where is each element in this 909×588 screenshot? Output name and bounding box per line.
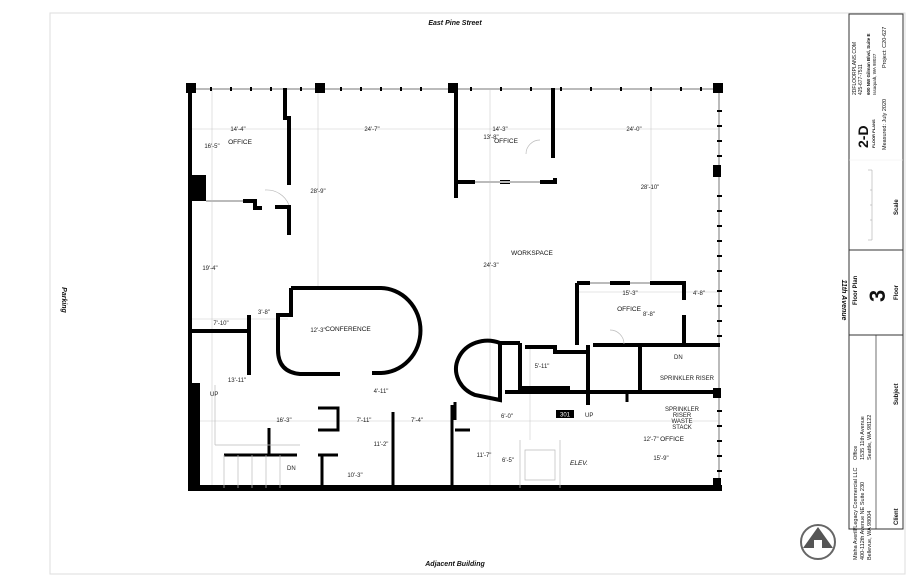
scale-label: Scale <box>894 199 900 215</box>
riser-label-4: STACK <box>672 425 692 431</box>
dimension-label: 7'-10" <box>213 321 228 327</box>
street-right-label: 11th Avenue <box>840 280 847 321</box>
dimension-labels: 14'-4" 16'-5" 24'-7" 28'-9" 19'-4" 14'-3… <box>202 127 705 479</box>
title-block: 2DFLOORPLANS.COM 425-677-7511 600 NW Gil… <box>848 13 904 560</box>
company-logo-subtext: FLOOR PLANS <box>871 119 876 148</box>
street-top-label: East Pine Street <box>428 20 482 27</box>
window-mullions <box>210 87 722 472</box>
dimension-label: 24'-7" <box>364 127 379 133</box>
floor-label: Floor <box>894 284 900 300</box>
company-url: 2DFLOORPLANS.COM <box>852 42 858 95</box>
dimension-label: 24'-3" <box>483 263 498 269</box>
stair-up-label: UP <box>210 392 218 398</box>
scale-bar <box>868 169 873 241</box>
subject-line-1: Office <box>853 446 859 460</box>
riser-label-1: SPRINKLER <box>665 407 700 413</box>
company-logo: 2-D <box>855 125 871 148</box>
floor-plan: OFFICE OFFICE WORKSPACE CONFERENCE OFFIC… <box>186 83 723 491</box>
dimension-label: 14'-3" <box>492 127 507 133</box>
floor-plan-label: Floor Plan <box>853 275 859 305</box>
company-address-2: Issaquah, WA 98027 <box>872 53 877 95</box>
dimension-label: 10'-3" <box>347 473 362 479</box>
dimension-label: 15'-9" <box>653 456 668 462</box>
unit-number-badge <box>556 410 574 418</box>
stair-up-label: UP <box>585 413 593 419</box>
client-line-2: 400-112th Avenue NE Suite 230 <box>860 482 866 560</box>
stair-down-label: DN <box>287 466 296 472</box>
dimension-label: 4'-11" <box>374 389 389 395</box>
dimension-label: 14'-4" <box>230 127 245 133</box>
floor-number: 3 <box>865 290 890 302</box>
dimension-label: 4'-8" <box>693 291 705 297</box>
dimension-label: 13'-8" <box>483 135 498 141</box>
subject-line-3: Seattle, WA 98122 <box>867 415 873 460</box>
dimension-label: 6'-5" <box>502 458 514 464</box>
dimension-label: 15'-3" <box>622 291 637 297</box>
dimension-label: 19'-4" <box>202 266 217 272</box>
dimension-label: 28'-10" <box>641 185 660 191</box>
dimension-label: 16'-5" <box>204 144 219 150</box>
dimension-label: 6'-0" <box>501 414 513 420</box>
subject-label: Subject <box>894 383 900 405</box>
sprinkler-riser-label: SPRINKLER RISER <box>660 376 715 382</box>
dimension-label: 11'-7" <box>477 453 492 459</box>
room-label-office-n: OFFICE <box>494 138 518 145</box>
dimension-label: 8'-8" <box>643 312 655 318</box>
dimension-label: 7'-4" <box>411 418 423 424</box>
room-label-workspace: WORKSPACE <box>511 250 553 257</box>
dimension-label: 16'-3" <box>276 418 291 424</box>
room-label-office-e: OFFICE <box>617 306 641 313</box>
dimension-label: 13'-11" <box>228 378 246 384</box>
room-label-office-nw: OFFICE <box>228 139 252 146</box>
room-label-office-se: OFFICE <box>660 436 684 443</box>
subject-line-2: 1535 11th Avenue <box>860 416 866 460</box>
measured-date: Measured: July 2020 <box>882 99 888 150</box>
stair-down-label: DN <box>674 355 683 361</box>
dimension-label: 12'-7" <box>643 437 658 443</box>
unit-number: 301 <box>560 413 571 419</box>
dimension-label: 7'-11" <box>357 418 372 424</box>
street-bottom-label: Adjacent Building <box>424 561 485 568</box>
dimension-label: 5'-11" <box>535 364 550 370</box>
company-phone: 425-677-7511 <box>858 64 864 95</box>
room-label-conference: CONFERENCE <box>325 326 371 333</box>
walls <box>188 88 722 491</box>
sheet-border <box>49 12 906 575</box>
company-address-1: 600 NW Gilman Blvd, Suite E <box>866 33 871 95</box>
project-number: Project: C20-627 <box>882 27 888 68</box>
dimension-label: 24'-0" <box>626 127 641 133</box>
riser-label-3: WASTE <box>671 419 692 425</box>
north-arrow-icon <box>800 524 836 560</box>
dimension-label: 3'-8" <box>258 310 270 316</box>
dimension-label: 11'-2" <box>374 442 389 448</box>
riser-label-2: RISER <box>673 413 692 419</box>
dimension-label: 28'-9" <box>310 189 325 195</box>
room-label-elevator: ELEV. <box>570 460 588 467</box>
client-line-1: Misha Averill/Legacy Commercial LLC <box>853 467 859 560</box>
street-left-label: Parking <box>60 287 67 313</box>
dimension-label: 12'-3" <box>310 328 325 334</box>
client-line-3: Bellevue, WA 98004 <box>867 511 873 560</box>
client-label: Client <box>894 508 900 525</box>
